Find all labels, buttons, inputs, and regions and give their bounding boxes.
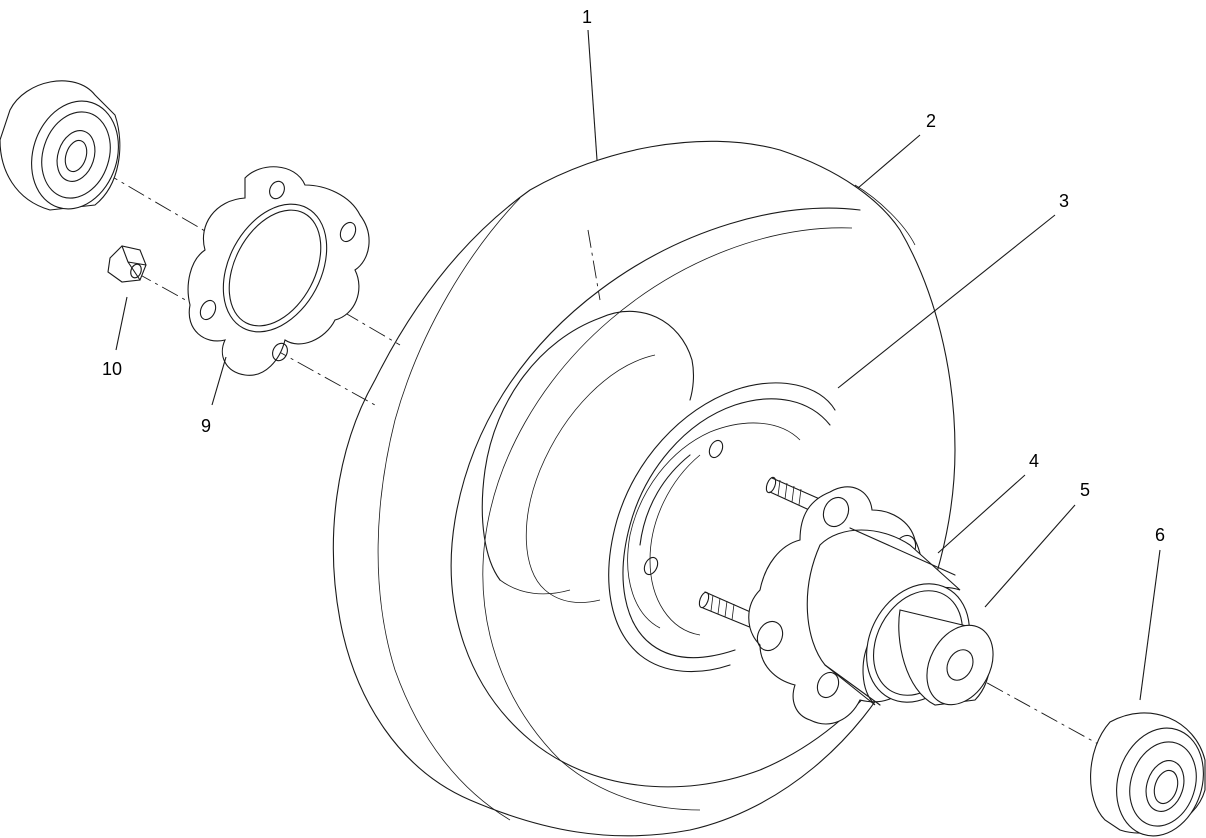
flange-plate xyxy=(187,166,370,376)
leader-5 xyxy=(984,504,1076,608)
leader-9 xyxy=(211,356,227,406)
rim-flange xyxy=(608,382,836,673)
hex-nut xyxy=(107,245,147,283)
callout-labels: 1 2 3 4 5 6 9 10 xyxy=(102,7,1165,545)
wheel-studs xyxy=(698,476,823,629)
leader-10 xyxy=(115,296,128,351)
leader-1 xyxy=(587,29,598,161)
leader-lines xyxy=(115,29,1161,701)
leader-3 xyxy=(837,214,1056,389)
callout-1: 1 xyxy=(582,7,592,27)
leader-6 xyxy=(1139,549,1161,701)
tire xyxy=(332,140,956,837)
spacer-sleeve xyxy=(866,583,994,706)
leader-4 xyxy=(937,474,1026,554)
callout-4: 4 xyxy=(1029,451,1039,471)
bearing-left xyxy=(0,80,121,211)
callout-5: 5 xyxy=(1080,480,1090,500)
bearing-right xyxy=(1090,712,1206,837)
callout-6: 6 xyxy=(1155,525,1165,545)
stud-lower xyxy=(698,591,756,629)
callout-3: 3 xyxy=(1059,191,1069,211)
callout-9: 9 xyxy=(201,416,211,436)
leader-2 xyxy=(857,134,921,189)
callout-10: 10 xyxy=(102,359,122,379)
callout-2: 2 xyxy=(926,111,936,131)
rim xyxy=(481,310,695,603)
